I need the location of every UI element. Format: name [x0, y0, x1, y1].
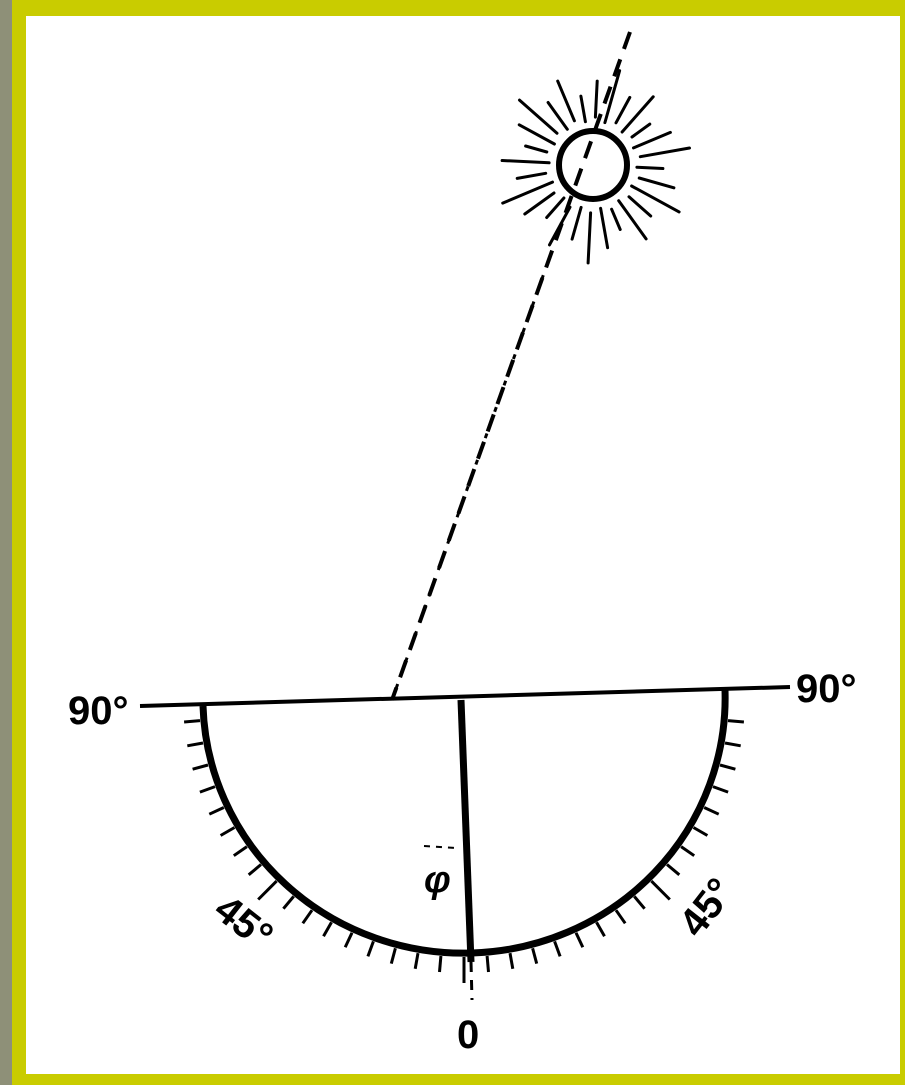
- scale-tick: [712, 785, 729, 794]
- sun-ray: [620, 95, 655, 134]
- scale-tick: [208, 806, 225, 816]
- sun-ray-line: [390, 31, 632, 701]
- scale-tick: [192, 763, 209, 771]
- label-phi: φ: [424, 859, 451, 901]
- sun-ray: [518, 98, 559, 135]
- scale-tick: [650, 880, 671, 901]
- sun-ray: [603, 69, 622, 125]
- scale-tick: [485, 955, 490, 973]
- scale-tick: [322, 921, 333, 937]
- angle-marker: [423, 845, 457, 849]
- sun-ray: [638, 146, 691, 159]
- label-90-right: 90°: [796, 667, 857, 711]
- sun-ray: [501, 180, 554, 205]
- scale-tick: [574, 932, 585, 948]
- scale-tick: [282, 895, 295, 910]
- label-90-left: 90°: [68, 689, 129, 733]
- sun-ray: [524, 144, 549, 154]
- sun-ray: [515, 171, 548, 180]
- plumb-line: [457, 699, 475, 963]
- scale-tick: [187, 741, 204, 748]
- sun-ray: [579, 94, 587, 124]
- sun-ray: [545, 196, 566, 219]
- scale-tick: [232, 845, 248, 857]
- scale-tick: [301, 909, 314, 925]
- scale-tick: [692, 826, 709, 837]
- scale-tick: [219, 826, 236, 837]
- sun-disc: [556, 128, 630, 202]
- scale-tick: [257, 880, 278, 901]
- sun-icon: [500, 69, 691, 265]
- sun-rays: [500, 69, 691, 265]
- zero-axis-extension: [469, 961, 474, 1001]
- label-45-right: 45°: [671, 870, 743, 945]
- figure-panel: [26, 16, 900, 1074]
- scale-tick: [508, 952, 515, 970]
- sun-ray: [517, 123, 556, 146]
- sun-ray: [610, 207, 622, 231]
- scale-tick: [366, 940, 375, 957]
- sun-ray: [523, 191, 556, 216]
- scale-tick: [247, 863, 262, 876]
- sun-ray: [630, 122, 652, 139]
- scale-tick: [719, 763, 736, 771]
- horizon-line: [139, 685, 791, 708]
- scale-tick: [413, 952, 420, 970]
- sun-ray: [632, 130, 672, 150]
- scale-tick: [595, 921, 606, 937]
- label-45-left: 45°: [206, 887, 281, 959]
- scale-tick: [724, 741, 741, 748]
- sun-ray: [593, 79, 599, 119]
- protractor-scale: [183, 719, 745, 983]
- label-zero: 0: [457, 1013, 479, 1057]
- sun-ray: [627, 195, 653, 218]
- scale-tick: [531, 947, 539, 964]
- scale-tick: [389, 947, 397, 964]
- scale-tick: [666, 863, 681, 876]
- sun-ray: [546, 101, 569, 131]
- scale-tick: [727, 719, 745, 724]
- sun-ray: [500, 159, 551, 165]
- scale-tick: [183, 719, 201, 724]
- sun-ray: [614, 95, 632, 125]
- sun-ray: [556, 79, 576, 123]
- sun-ray: [635, 165, 665, 170]
- scale-tick: [633, 895, 646, 910]
- sun-ray: [586, 211, 593, 265]
- scale-tick: [680, 845, 696, 857]
- sun-ray: [617, 199, 648, 241]
- sun-ray: [630, 184, 681, 214]
- scale-tick: [703, 806, 720, 816]
- scale-tick: [614, 909, 627, 925]
- scale-tick: [553, 940, 562, 957]
- scale-tick: [343, 932, 354, 948]
- sun-ray: [570, 205, 583, 241]
- sun-ray: [637, 176, 676, 190]
- scale-tick: [438, 955, 443, 973]
- scale-tick: [199, 785, 216, 794]
- frame-left-strip: [0, 0, 12, 1085]
- sun-ray: [599, 206, 610, 250]
